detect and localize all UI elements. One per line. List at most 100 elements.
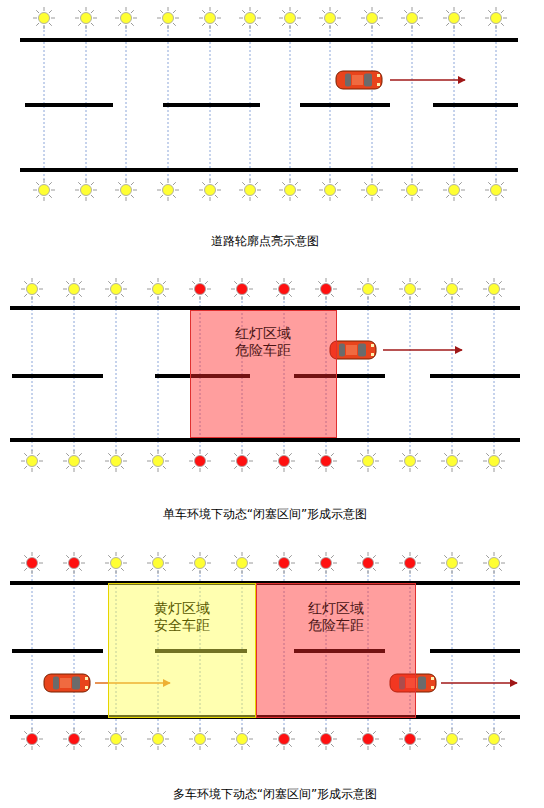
figure-caption: 多车环境下动态“闭塞区间”形成示意图 bbox=[173, 786, 377, 803]
road-lamp bbox=[105, 552, 127, 574]
road-lamp bbox=[279, 7, 301, 29]
road-lamp bbox=[357, 728, 379, 750]
motion-arrow bbox=[383, 349, 462, 351]
lane-dash bbox=[25, 103, 113, 107]
road-lamp bbox=[157, 179, 179, 201]
road-lamp bbox=[189, 278, 211, 300]
lane-dash bbox=[12, 649, 103, 653]
road-lamp bbox=[75, 179, 97, 201]
road-lamp bbox=[483, 728, 505, 750]
road-lamp bbox=[399, 278, 421, 300]
road-lamp bbox=[441, 728, 463, 750]
road-lamp bbox=[21, 728, 43, 750]
road-lamp bbox=[157, 7, 179, 29]
road-lamp bbox=[231, 728, 253, 750]
region-box: 红灯区域 危险车距 bbox=[190, 310, 337, 438]
road-lamp bbox=[315, 450, 337, 472]
road-lamp bbox=[33, 179, 55, 201]
road-lamp bbox=[401, 179, 423, 201]
lane-dash bbox=[430, 649, 520, 653]
road-lamp bbox=[357, 278, 379, 300]
road-lamp bbox=[75, 7, 97, 29]
road-lamp bbox=[147, 278, 169, 300]
road-lamp bbox=[105, 450, 127, 472]
lane-dash bbox=[430, 374, 520, 378]
road-lamp bbox=[63, 278, 85, 300]
road-lamp bbox=[483, 278, 505, 300]
road-lamp bbox=[399, 552, 421, 574]
road-lamp bbox=[443, 179, 465, 201]
road-lamp bbox=[231, 278, 253, 300]
road-lamp bbox=[239, 179, 261, 201]
road-lamp bbox=[399, 450, 421, 472]
road-lamp bbox=[273, 278, 295, 300]
road-edge bbox=[20, 168, 518, 172]
road-lamp bbox=[115, 7, 137, 29]
road-lamp bbox=[273, 450, 295, 472]
road-lamp bbox=[239, 7, 261, 29]
road-lamp bbox=[401, 7, 423, 29]
road-lamp bbox=[231, 450, 253, 472]
road-lamp bbox=[483, 450, 505, 472]
road-lamp bbox=[361, 7, 383, 29]
road-lamp bbox=[315, 552, 337, 574]
motion-arrow bbox=[441, 682, 517, 684]
lamp-guide bbox=[290, 26, 291, 182]
lane-dash bbox=[12, 374, 103, 378]
road-edge bbox=[20, 38, 518, 42]
road-lamp bbox=[63, 552, 85, 574]
road-lamp bbox=[105, 278, 127, 300]
region-box: 红灯区域 危险车距 bbox=[256, 583, 416, 718]
car bbox=[44, 674, 90, 692]
road-lamp bbox=[315, 278, 337, 300]
road-lamp bbox=[315, 728, 337, 750]
road-lamp bbox=[441, 278, 463, 300]
road-lamp bbox=[189, 728, 211, 750]
road-lamp bbox=[319, 179, 341, 201]
road-lamp bbox=[189, 552, 211, 574]
road-lamp bbox=[319, 7, 341, 29]
lamp-guide bbox=[126, 26, 127, 182]
road-panel bbox=[20, 7, 518, 201]
road-lamp bbox=[361, 179, 383, 201]
lamp-guide bbox=[116, 297, 117, 453]
road-lamp bbox=[147, 450, 169, 472]
region-label: 红灯区域 危险车距 bbox=[231, 325, 295, 359]
lane-dash bbox=[433, 103, 518, 107]
road-lamp bbox=[231, 552, 253, 574]
region-label: 红灯区域 危险车距 bbox=[304, 600, 368, 634]
motion-arrow bbox=[390, 79, 465, 81]
road-lamp bbox=[273, 552, 295, 574]
road-lamp bbox=[21, 450, 43, 472]
road-lamp bbox=[21, 552, 43, 574]
road-lamp bbox=[273, 728, 295, 750]
road-lamp bbox=[279, 179, 301, 201]
road-lamp bbox=[357, 552, 379, 574]
road-lamp bbox=[485, 179, 507, 201]
lamp-guide bbox=[410, 297, 411, 453]
road-panel bbox=[10, 552, 520, 750]
road-lamp bbox=[357, 450, 379, 472]
region-box: 黄灯区域 安全车距 bbox=[108, 583, 256, 718]
road-lamp bbox=[441, 450, 463, 472]
lane-dash bbox=[300, 103, 390, 107]
road-lamp bbox=[189, 450, 211, 472]
road-lamp bbox=[21, 278, 43, 300]
road-lamp bbox=[147, 728, 169, 750]
road-lamp bbox=[147, 552, 169, 574]
road-lamp bbox=[199, 179, 221, 201]
road-lamp bbox=[441, 552, 463, 574]
region-label: 黄灯区域 安全车距 bbox=[150, 600, 214, 634]
road-lamp bbox=[105, 728, 127, 750]
road-lamp bbox=[33, 7, 55, 29]
road-lamp bbox=[485, 7, 507, 29]
figure-caption: 道路轮廓点亮示意图 bbox=[211, 233, 319, 250]
road-lamp bbox=[399, 728, 421, 750]
road-panel bbox=[10, 278, 520, 472]
road-edge bbox=[10, 438, 520, 442]
road-lamp bbox=[443, 7, 465, 29]
car bbox=[336, 71, 382, 89]
road-lamp bbox=[115, 179, 137, 201]
lane-dash bbox=[163, 103, 260, 107]
road-lamp bbox=[63, 450, 85, 472]
